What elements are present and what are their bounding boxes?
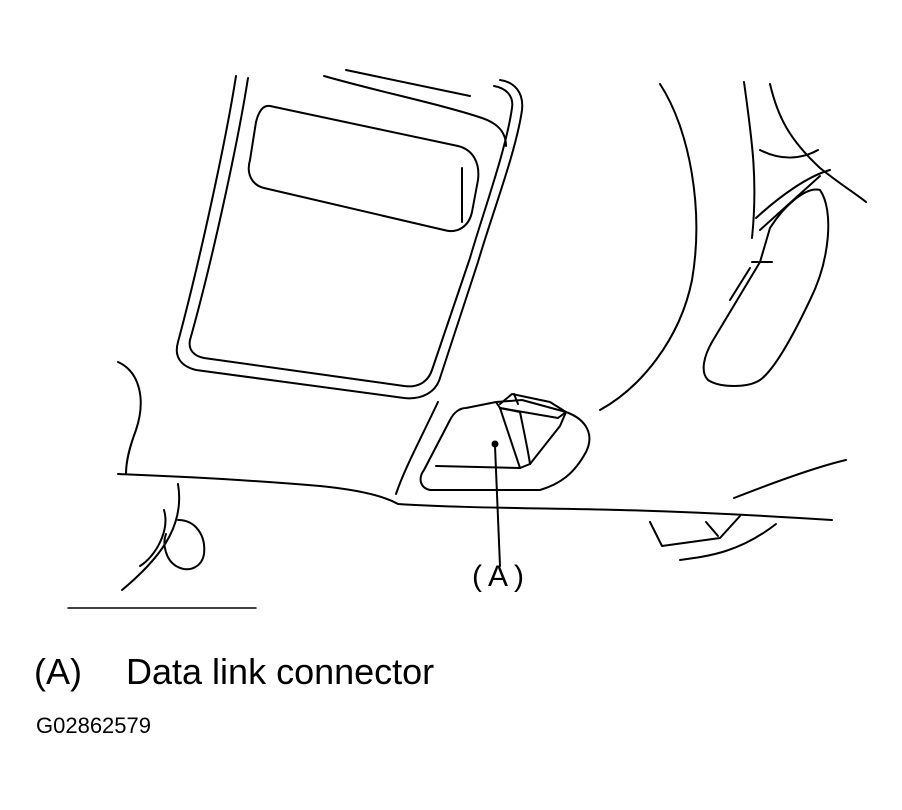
lower-left-trim [121, 483, 206, 591]
legend-description: Data link connector [126, 651, 435, 692]
lamp-lens [247, 104, 480, 232]
callout-label: (A) [472, 560, 530, 593]
panel-edge [117, 361, 847, 521]
pillar-trim [599, 81, 867, 411]
data-link-connector [395, 393, 591, 495]
overhead-panel [175, 69, 524, 400]
callout-leader-line [494, 445, 501, 567]
legend: (A) Data link connector [34, 648, 434, 696]
legend-key: (A) [34, 651, 82, 692]
figure-id: G02862579 [36, 713, 151, 738]
callout-a: (A) [472, 440, 530, 593]
lower-right-bracket [649, 515, 777, 561]
